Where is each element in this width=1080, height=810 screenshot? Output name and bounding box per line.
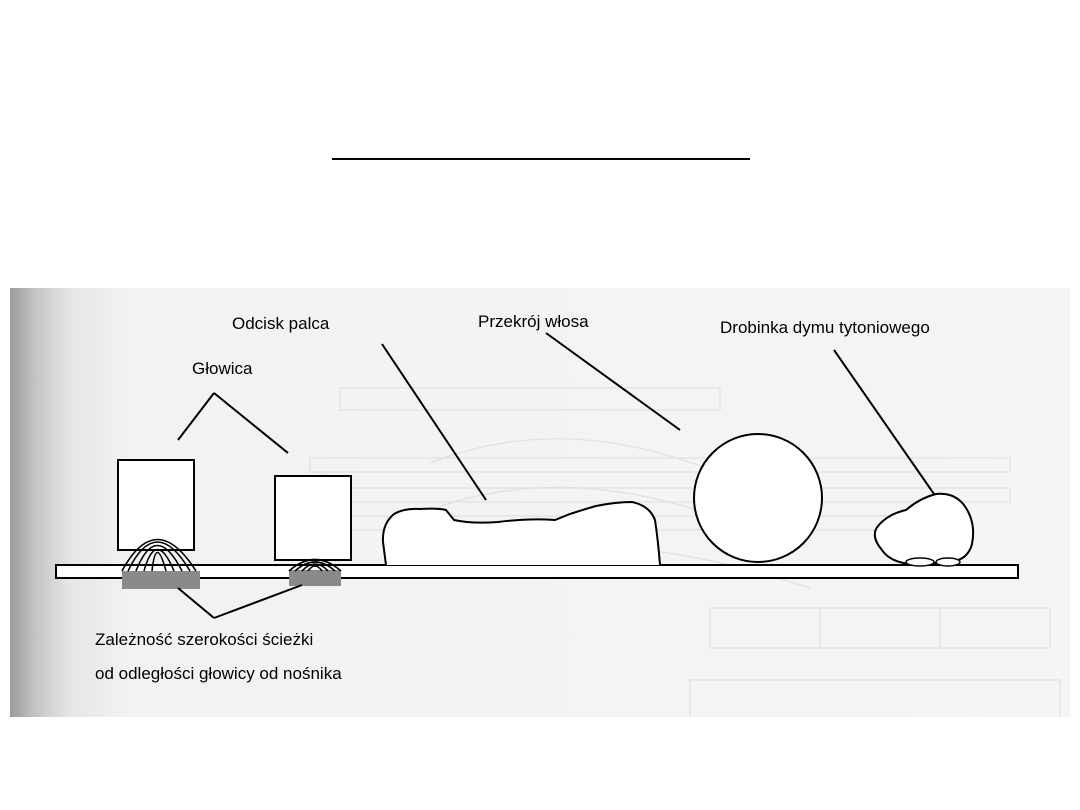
leader-head-right	[213, 392, 289, 454]
track-wide	[122, 571, 200, 589]
label-hair: Przekrój włosa	[478, 312, 589, 331]
leader-head-left	[177, 392, 215, 441]
caption-line-2: od odległości głowicy od nośnika	[95, 664, 342, 683]
head-far	[117, 459, 197, 572]
leader-lines	[177, 332, 935, 619]
label-head: Głowica	[192, 359, 253, 378]
title-underline	[332, 158, 750, 160]
smoke-particle	[873, 492, 975, 567]
caption: Zależność szerokości ścieżki od odległoś…	[95, 623, 342, 691]
leader-track-narrow	[213, 584, 303, 619]
track-narrow	[289, 570, 341, 586]
diagram-scan: Odcisk palca Przekrój włosa Drobinka dym…	[10, 288, 1070, 717]
disk-medium	[55, 564, 1019, 579]
leader-track-wide	[177, 587, 215, 619]
caption-line-1: Zależność szerokości ścieżki	[95, 630, 314, 649]
leader-fingerprint	[381, 343, 487, 501]
label-smoke: Drobinka dymu tytoniowego	[720, 318, 930, 337]
head-near	[274, 475, 352, 572]
leader-hair	[545, 332, 681, 431]
hair-cross-section	[693, 433, 823, 563]
label-fingerprint: Odcisk palca	[232, 314, 330, 333]
fingerprint-shape	[381, 500, 661, 566]
leader-smoke	[833, 349, 935, 495]
disk-contamination-diagram	[55, 332, 1061, 717]
